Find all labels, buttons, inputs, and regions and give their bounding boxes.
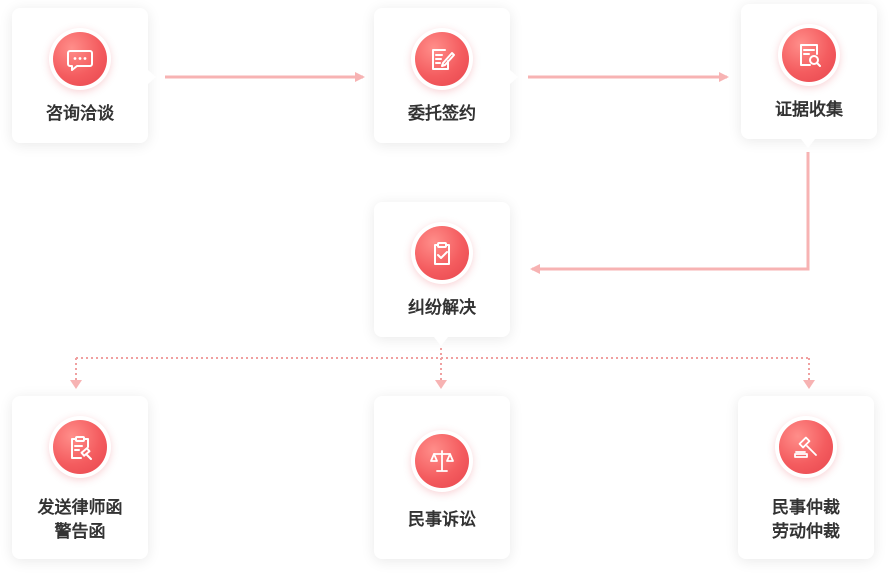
step-resolve-icon-ring [411,222,473,284]
option-letter-card: 发送律师函 警告函 [12,396,148,559]
step-resolve-tail [434,337,448,346]
option-litigation-icon-ring [411,430,473,492]
step-evidence-tail [801,139,815,148]
step-sign-label: 委托签约 [408,104,476,124]
step-resolve-card: 纠纷解决 [374,202,510,337]
option-arbitration-icon-ring [775,416,837,478]
scales-icon [415,434,469,488]
step-evidence-label: 证据收集 [775,100,843,120]
step-consult-card: 咨询洽谈 [12,8,148,143]
option-letter-icon-ring [49,416,111,478]
arrowhead-mid [435,380,447,389]
step-consult-icon-ring [49,28,111,90]
document-search-icon [782,28,836,82]
step-sign-icon-ring [411,28,473,90]
step-evidence-card: 证据收集 [741,4,877,139]
option-arbitration-line1: 民事仲裁 [772,498,840,518]
arrowhead-left [70,380,82,389]
clipboard-gavel-icon [53,420,107,474]
step-resolve-label: 纠纷解决 [408,298,476,318]
option-litigation-card: 民事诉讼 [374,396,510,559]
option-arbitration-card: 民事仲裁 劳动仲裁 [738,396,874,559]
option-letter-line1: 发送律师函 [37,498,123,518]
step-sign-card: 委托签约 [374,8,510,143]
contract-sign-icon [415,32,469,86]
step-consult-label: 咨询洽谈 [46,104,114,124]
arrowhead-right [803,380,815,389]
step-evidence-icon-ring [778,24,840,86]
option-letter-line2: 警告函 [54,522,106,542]
step-sign-tail [510,70,518,84]
arrow-evidence-to-resolve [530,152,810,274]
gavel-icon [779,420,833,474]
chat-bubble-icon [53,32,107,86]
option-litigation-label: 民事诉讼 [408,510,476,530]
step-consult-tail [148,70,156,84]
clipboard-check-icon [415,226,469,280]
option-arbitration-line2: 劳动仲裁 [772,522,840,542]
